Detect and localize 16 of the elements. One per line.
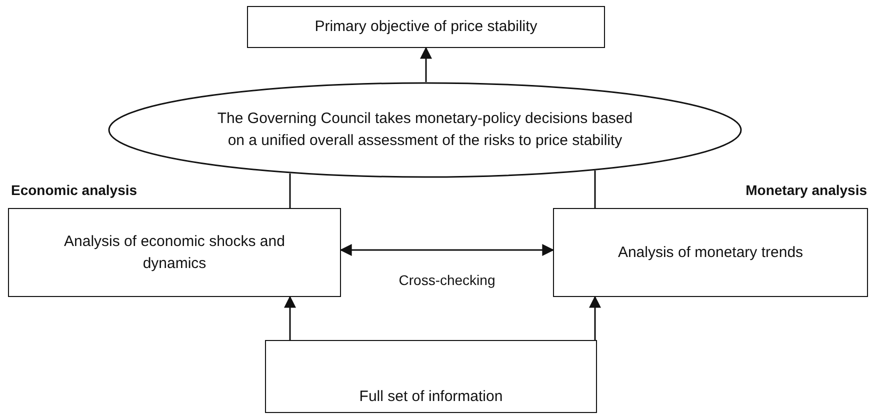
arrow — [420, 46, 432, 82]
node-text: Primary objective of price stability — [314, 17, 538, 37]
node-text: Analysis of monetary trends — [618, 242, 804, 262]
connector-line — [289, 173, 291, 208]
connector-line — [594, 170, 596, 208]
node-text: The Governing Council takes monetary-policy decisions based on a unified overall assessment of the risks to price stability — [216, 109, 634, 151]
objective-box — [247, 6, 605, 48]
section-heading: Economic analysis — [11, 181, 138, 200]
arrow — [589, 296, 601, 340]
node-text: Analysis of economic shocks and dynamics — [63, 232, 286, 274]
arrow — [340, 244, 554, 256]
information-box — [265, 340, 597, 413]
arrow — [284, 296, 296, 340]
section-heading: Monetary analysis — [746, 181, 867, 200]
node-text: Full set of information — [359, 387, 503, 407]
edge-label: Cross-checking — [396, 272, 498, 288]
